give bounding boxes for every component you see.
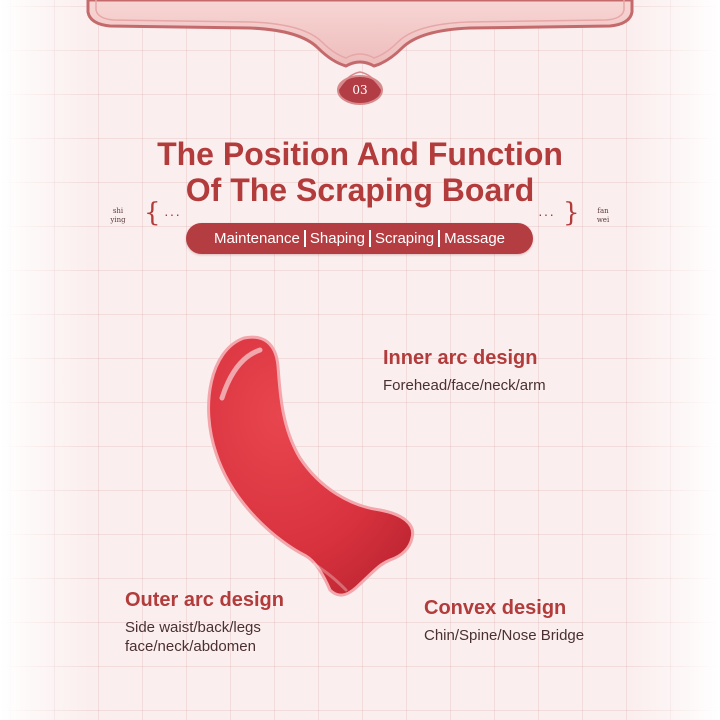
right-dots: ··· <box>538 206 555 222</box>
pill-separator <box>368 230 371 247</box>
outer-arc-desc-line-1: Side waist/back/legs <box>125 619 261 636</box>
pinyin-left-2: ying <box>110 216 126 224</box>
inner-arc-desc: Forehead/face/neck/arm <box>383 377 546 394</box>
inner-arc-title: Inner arc design <box>383 347 538 369</box>
function-pill: Maintenance Shaping Scraping Massage <box>186 223 533 254</box>
outer-arc-title: Outer arc design <box>125 589 284 611</box>
pinyin-right: fan wei <box>588 207 618 225</box>
function-scraping: Scraping <box>374 230 435 247</box>
convex-title: Convex design <box>424 597 567 619</box>
function-maintenance: Maintenance <box>213 230 300 247</box>
section-number-badge: 03 <box>352 83 368 97</box>
function-massage: Massage <box>444 230 506 247</box>
pinyin-right-2: wei <box>596 216 610 224</box>
function-shaping: Shaping <box>309 230 365 247</box>
left-dots: ··· <box>164 206 181 222</box>
pill-separator <box>303 230 306 247</box>
gua-sha-board-icon <box>207 335 415 597</box>
page-title-line-1: The Position And Function <box>157 136 563 172</box>
pinyin-right-1: fan <box>597 207 609 215</box>
pinyin-left-1: shi <box>112 207 124 215</box>
pinyin-left: shi ying <box>103 207 133 225</box>
right-brace: } <box>563 198 580 228</box>
ornate-banner-icon <box>86 0 634 105</box>
pill-separator <box>438 230 441 247</box>
convex-desc: Chin/Spine/Nose Bridge <box>424 627 585 644</box>
left-brace: { <box>144 198 161 228</box>
page-title-line-2: Of The Scraping Board <box>185 172 535 208</box>
outer-arc-desc-line-2: face/neck/abdomen <box>125 638 256 655</box>
